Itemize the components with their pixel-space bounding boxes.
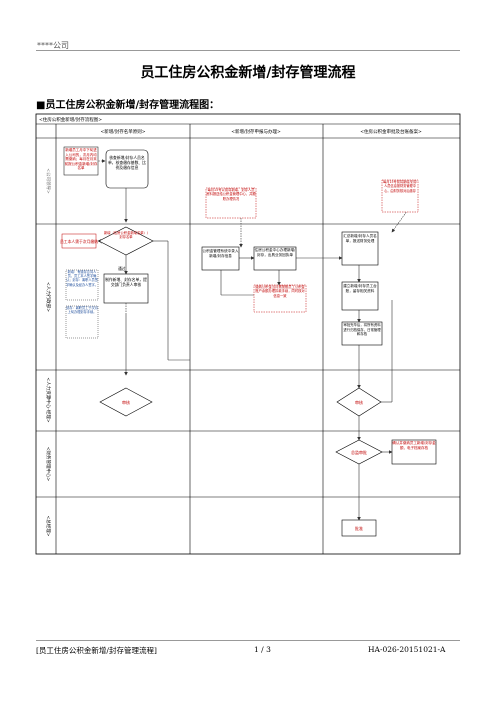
new-staff-flow-note: 新增：有缴存意向人员，员工本人签字确认；封存：离职人员签字确认及经办人签字。 <box>66 270 98 287</box>
approve-file-box: 审批完毕后，将所有资料进行归档保存，日常管理和存档 <box>343 323 381 336</box>
hr-monthly-note: 每月15号以前将新增、封存人员资料报送给公积金管理中心，并跟踪办理情况 <box>206 188 256 201</box>
add-seal-decision-diamond <box>98 226 154 256</box>
footer-divider <box>36 640 460 641</box>
review-1-text: 审核 <box>122 399 130 405</box>
review-diamond-2 <box>336 387 382 417</box>
bank-note: 缴纳公积金当月需按照员工公积金账户余额办理扣款手续，同时核对信息一致 <box>255 285 305 298</box>
center-handle-box: 住房公积金中心办理新增/封存，出具业务回执单 <box>254 248 296 257</box>
review-diamond-1 <box>99 387 153 417</box>
section-heading: ■员工住房公积金新增/封存管理流程图： <box>36 100 220 111</box>
lane-label-2: <人力行政部> <box>45 282 52 312</box>
make-list-box: 制作新增、封存名单，提交部门负责人审核 <box>105 277 147 287</box>
lane-label-1: <公司领导> <box>45 168 52 194</box>
seal-note: 封存：离职员工于次月上旬办理封存手续。 <box>66 306 98 315</box>
document-title: 员工住房公积金新增/封存管理流程 <box>140 65 356 81</box>
lane-label-3: <人力资源中心-经理> <box>45 377 52 422</box>
lane-label-4: <财务管理中心> <box>45 447 52 482</box>
column-header-2: <新增/封存申报与办理> <box>231 128 281 135</box>
frame-title: <住房公积金新增/封存流程图> <box>39 116 102 123</box>
finance-note: 每月15号前将新增/封存人员信息报财务管理中心，由财务核对后缴存 <box>383 180 417 193</box>
add-seal-decision-text: 新增（住房公积金新增名单）/封存名单 <box>104 231 148 240</box>
company-name: ****公司 <box>37 41 69 50</box>
lane-label-5: <总经理> <box>45 515 52 536</box>
finance-approve-text: 总监审批 <box>351 449 367 455</box>
column-header-1: <新增/封存名单原则> <box>100 128 145 135</box>
prepare-docs-box: 公积金管理系统中录入新增/封存信息 <box>202 249 239 258</box>
entry-note: 新增员工月中下旬进入公司的，次月内均需缴纳；每月在月末前报公积金新增/封存名单 <box>64 148 98 170</box>
finance-pay-box: 确认并缴纳员工新增/封存金额，电子档案存档 <box>392 441 436 450</box>
diagram-frame <box>35 113 461 555</box>
new-staff-note: 员工本人需于次月缴纳 <box>60 239 98 244</box>
ledger-box: 建立新增/封存员工台账，留存相关资料 <box>343 284 377 293</box>
footer-page: 1 / 3 <box>254 645 271 654</box>
gm-approve-text: 批准 <box>355 525 363 531</box>
pass-label: 通过 <box>118 266 126 271</box>
finance-record-box: 汇总新增/封存人员名单，报送财务处理 <box>343 234 377 243</box>
footer-code: HA-026-20151021-A <box>368 645 446 654</box>
review-2-text: 审核 <box>355 399 363 405</box>
gm-approve-box <box>341 519 377 537</box>
column-header-3: <住房公积金审批及台账备案> <box>360 128 422 135</box>
finance-approve-diamond <box>335 439 383 465</box>
footer-title: [员工住房公积金新增/封存管理流程] <box>36 646 157 655</box>
entry-review-box: 核查新增/封存人员名单，核查缴存基数、比例及缴存信息 <box>108 155 146 170</box>
header-divider <box>36 50 460 51</box>
